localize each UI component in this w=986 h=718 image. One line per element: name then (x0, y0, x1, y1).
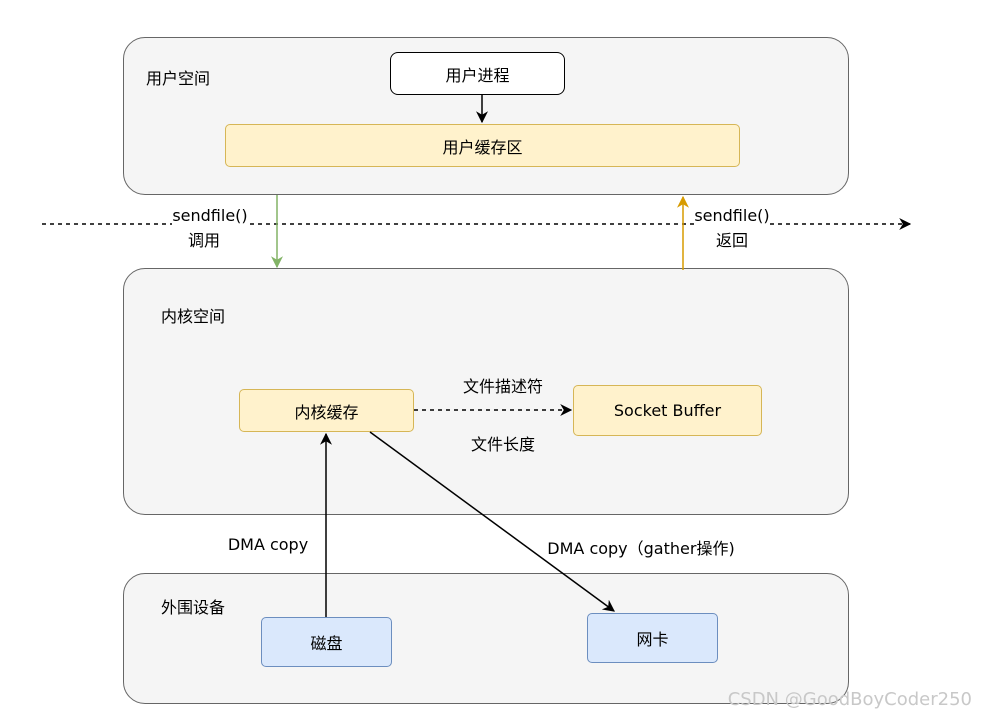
file-descriptor-label: 文件描述符 (462, 377, 543, 396)
user-space-label: 用户空间 (146, 69, 211, 88)
sendfile-return-label-line1: sendfile() (694, 206, 770, 225)
file-length-label: 文件长度 (470, 435, 535, 454)
watermark: CSDN @GoodBoyCoder250 (727, 689, 972, 710)
dma-copy-left-label: DMA copy (227, 535, 309, 554)
dma-copy-right-label: DMA copy（gather操作) (547, 539, 735, 558)
user-process-node: 用户进程 (390, 52, 565, 95)
kernel-buffer-node: 内核缓存 (239, 389, 414, 432)
sendfile-return-label-line2: 返回 (715, 231, 748, 250)
disk-node: 磁盘 (261, 617, 392, 667)
kernel-to-nic-arrow (369, 431, 615, 612)
nic-node: 网卡 (587, 613, 718, 663)
sendfile-call-label-line1: sendfile() (172, 206, 248, 225)
peripheral-region: 外围设备 (123, 573, 849, 704)
kernel-space-label: 内核空间 (161, 307, 226, 326)
socket-buffer-node: Socket Buffer (573, 385, 762, 436)
sendfile-call-label-line2: 调用 (187, 231, 220, 250)
peripheral-label: 外围设备 (161, 598, 226, 617)
user-buffer-node: 用户缓存区 (225, 124, 740, 167)
